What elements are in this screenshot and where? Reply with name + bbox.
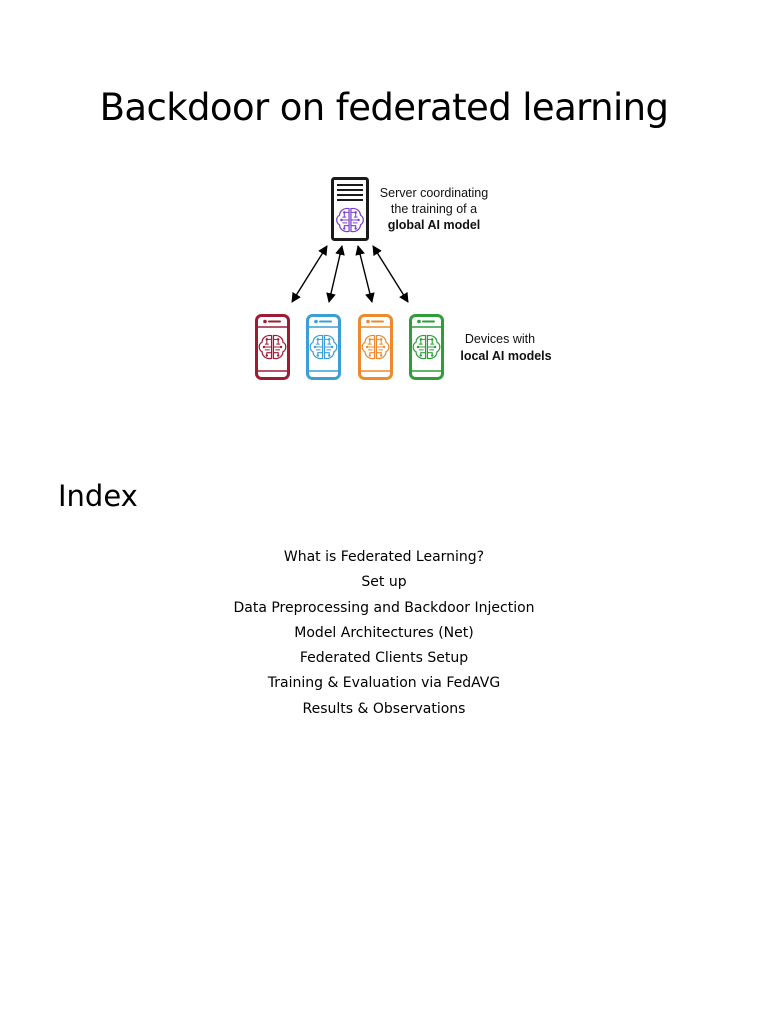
phone-icon xyxy=(255,314,290,380)
index-heading: Index xyxy=(58,479,138,513)
arrow-device-2 xyxy=(326,245,345,303)
phone-icon xyxy=(358,314,393,380)
index-item-federated-learning: What is Federated Learning? xyxy=(283,549,485,565)
server-label-line3: global AI model xyxy=(388,218,481,232)
connection-arrows xyxy=(291,245,409,303)
index-item-federated-clients: Federated Clients Setup xyxy=(299,650,469,667)
phone-icon xyxy=(409,314,444,380)
devices-group xyxy=(255,314,444,380)
devices-label-line2: local AI models xyxy=(460,349,551,363)
devices-label-line1: Devices with xyxy=(465,332,535,346)
server-label-line1: Server coordinating xyxy=(380,186,488,200)
index-item-results: Results & Observations xyxy=(302,700,466,717)
server-icon xyxy=(331,177,369,241)
arrow-device-4 xyxy=(372,245,409,303)
index-item-data-preprocessing: Data Preprocessing and Backdoor Injectio… xyxy=(233,599,535,616)
index-list: What is Federated Learning? Set up Data … xyxy=(0,545,768,722)
phone-icon xyxy=(306,314,341,380)
federated-learning-diagram: Server coordinating the training of a gl… xyxy=(255,177,552,380)
server-label-line2: the training of a xyxy=(391,202,477,216)
index-item-set-up: Set up xyxy=(361,574,407,591)
arrow-device-1 xyxy=(291,245,328,303)
arrow-device-3 xyxy=(355,245,375,303)
index-item-model-architectures: Model Architectures (Net) xyxy=(294,624,474,641)
page-title: Backdoor on federated learning xyxy=(99,86,669,129)
index-item-training-evaluation: Training & Evaluation via FedAVG xyxy=(267,675,501,692)
